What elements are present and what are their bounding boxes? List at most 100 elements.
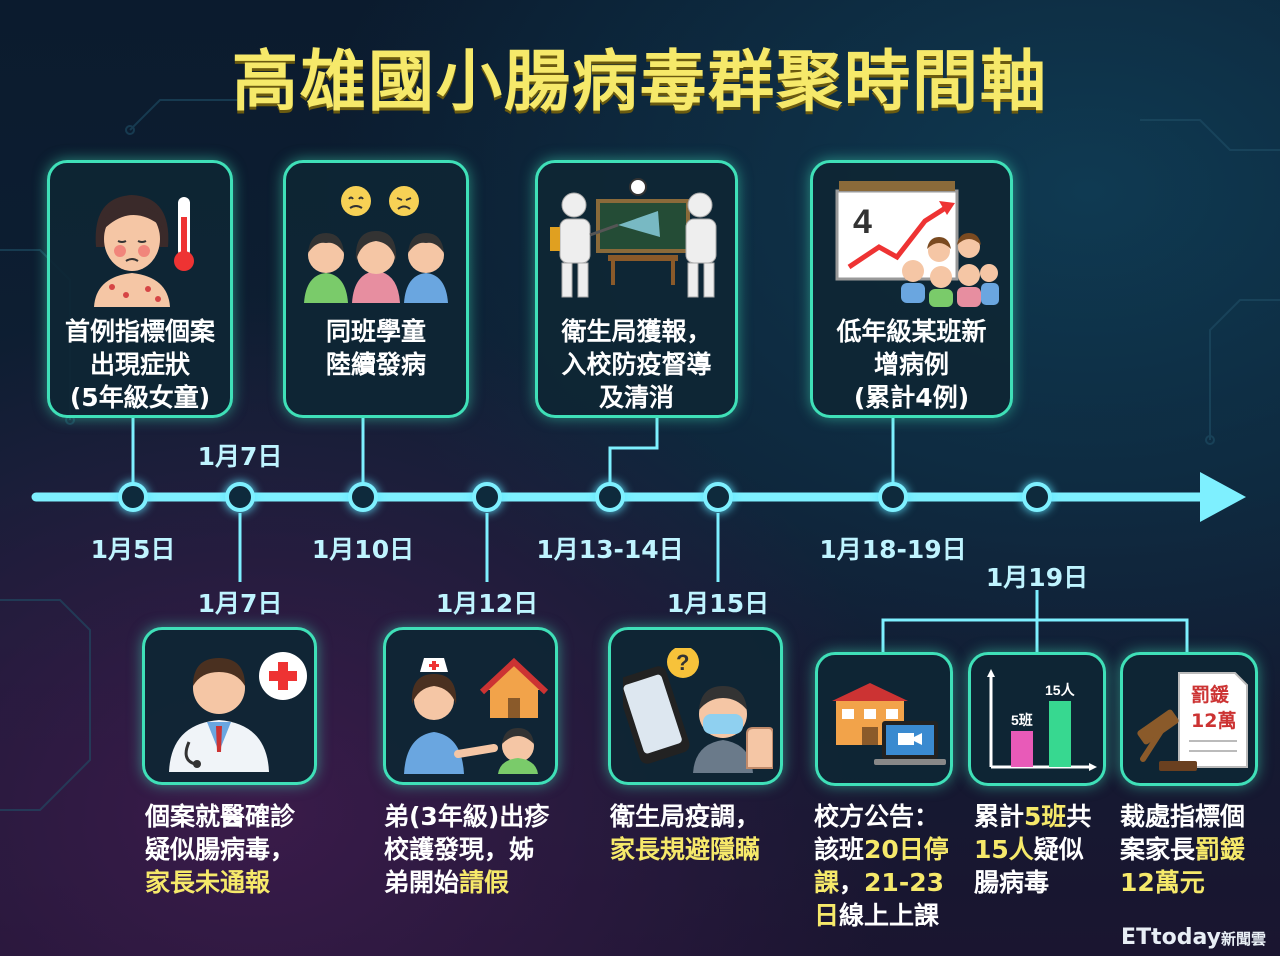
desc-highlight: 罰鍰: [1195, 835, 1246, 864]
desc-highlight: 請假: [459, 868, 510, 897]
desc-line: 累計5班共: [974, 800, 1091, 833]
card-line: 低年級某班新: [836, 317, 987, 346]
event-card-investigation: ?: [608, 627, 783, 785]
timeline-node-jan13-14: [595, 482, 625, 512]
school-online-class-icon: [832, 683, 946, 765]
event-card-fine: 罰鍰 12萬: [1120, 652, 1258, 786]
desc-highlight: 家長未通報: [145, 868, 271, 897]
date-label-jan15: 1月15日: [666, 589, 770, 618]
svg-text:4: 4: [853, 203, 872, 241]
logo-brand: ETtoday: [1121, 925, 1221, 950]
event-card-school-notice: [815, 652, 953, 786]
event-desc-diagnosis: 個案就醫確診 疑似腸病毒， 家長未通報: [145, 800, 295, 899]
event-card-cumulative-cases: 5班 15人: [968, 652, 1106, 786]
card-line: 陸續發病: [325, 350, 426, 379]
logo-suffix: 新聞雲: [1220, 930, 1266, 948]
event-card-new-cases: 4 低年級某班新 增病例 (累計4例): [810, 160, 1013, 418]
event-card-first-case: 首例指標個案 出現症狀 (5年級女童): [47, 160, 233, 418]
timeline-node-jan5: [118, 482, 148, 512]
desc-line: 案家長罰鍰: [1120, 833, 1245, 866]
date-label-jan10: 1月10日: [311, 535, 415, 564]
desc-text: 疑似: [1033, 835, 1084, 864]
desc-line: 15人疑似: [974, 833, 1091, 866]
timeline-node-jan18-19: [878, 482, 908, 512]
desc-text: 共: [1066, 802, 1092, 831]
card-line: 增病例: [873, 350, 949, 379]
event-desc-investigation: 衛生局疫調， 家長規避隱瞞: [610, 800, 760, 866]
event-card-classmates-ill: 同班學童 陸續發病: [283, 160, 469, 418]
desc-line: 該班20日停: [814, 833, 949, 866]
fine-doc-line1: 罰鍰: [1191, 683, 1230, 706]
svg-text:?: ?: [676, 650, 689, 675]
desc-text: 累計: [974, 802, 1025, 831]
date-label-jan18-19: 1月18-19日: [819, 535, 967, 564]
chart-label-people: 15人: [1045, 682, 1076, 698]
desc-text: 線上上課: [839, 901, 940, 930]
desc-highlight: 家長規避隱瞞: [610, 835, 761, 864]
gavel-fine-document-icon: 罰鍰 12萬: [1137, 672, 1248, 771]
event-desc-rash-leave: 弟(3年級)出疹 校護發現，姊 弟開始請假: [384, 800, 549, 899]
desc-text: 該班: [814, 835, 865, 864]
phone-masked-person-icon: ?: [623, 648, 773, 773]
desc-highlight: 20日停: [864, 835, 949, 864]
desc-line: 弟(3年級)出疹: [384, 802, 550, 831]
timeline-node-jan19: [1022, 482, 1052, 512]
desc-highlight: 15人: [974, 835, 1034, 864]
sick-girl-thermometer-icon: [94, 195, 194, 307]
card-line: 首例指標個案: [64, 317, 215, 346]
date-label-jan7-bottom: 1月7日: [197, 589, 283, 618]
desc-text: 弟開始: [384, 868, 460, 897]
event-card-health-bureau: 衛生局獲報， 入校防疫督導 及清消: [535, 160, 738, 418]
desc-highlight: 日: [814, 901, 840, 930]
desc-line: 腸病毒: [974, 868, 1050, 897]
desc-line: 個案就醫確診: [145, 802, 296, 831]
desc-line: 日線上上課: [814, 899, 949, 932]
timeline-arrowhead: [1200, 472, 1246, 522]
desc-line: 弟開始請假: [384, 866, 549, 899]
event-desc-school-notice: 校方公告： 該班20日停 課，21-23 日線上上課: [814, 800, 949, 932]
desc-highlight: 課: [814, 868, 840, 897]
event-card-rash-leave: [383, 627, 558, 785]
date-label-jan7-top: 1月7日: [197, 442, 283, 471]
page-title: 高雄國小腸病毒群聚時間軸: [232, 43, 1048, 120]
desc-line: 課，21-23: [814, 866, 949, 899]
desc-line: 裁處指標個: [1120, 802, 1246, 831]
date-label-jan5: 1月5日: [90, 535, 176, 564]
card-line: 衛生局獲報，: [561, 317, 712, 346]
event-desc-cumulative-cases: 累計5班共 15人疑似 腸病毒: [974, 800, 1091, 899]
card-line: (累計4例): [853, 383, 970, 412]
desc-highlight: 5班: [1024, 802, 1067, 831]
timeline-node-jan7: [225, 482, 255, 512]
doctor-icon: [169, 652, 307, 772]
desc-text: ，: [839, 868, 865, 897]
desc-highlight: 21-23: [864, 868, 944, 897]
timeline-node-jan15: [703, 482, 733, 512]
date-label-jan19: 1月19日: [985, 563, 1089, 592]
timeline-node-jan10: [348, 482, 378, 512]
timeline-node-jan12: [472, 482, 502, 512]
card-line: 同班學童: [325, 317, 426, 346]
desc-text: 案家長: [1120, 835, 1196, 864]
desc-line: 校方公告：: [814, 802, 940, 831]
card-line: (5年級女童): [69, 383, 211, 412]
event-card-diagnosis: [142, 627, 317, 785]
date-label-jan13-14: 1月13-14日: [536, 535, 684, 564]
event-desc-fine: 裁處指標個 案家長罰鍰 12萬元: [1120, 800, 1245, 899]
card-line: 及清消: [598, 383, 674, 412]
desc-line: 衛生局疫調，: [610, 802, 761, 831]
desc-line: 校護發現，姊: [384, 835, 535, 864]
nurse-child-home-icon: [404, 657, 549, 774]
ettoday-logo: ETtoday新聞雲: [1121, 925, 1266, 950]
rising-cases-chart-icon: 4: [835, 181, 999, 307]
fine-doc-line2: 12萬: [1191, 710, 1236, 732]
card-line: 出現症狀: [89, 350, 190, 379]
connector-lines: [131, 418, 1189, 652]
desc-line: 疑似腸病毒，: [145, 835, 296, 864]
cases-bar-chart-icon: 5班 15人: [987, 669, 1097, 771]
card-line: 入校防疫督導: [561, 350, 712, 379]
chart-label-classes: 5班: [1011, 712, 1033, 728]
desc-highlight: 12萬元: [1120, 868, 1205, 897]
disinfection-workers-icon: [550, 178, 717, 298]
sick-classmates-icon: [304, 186, 448, 303]
date-label-jan12: 1月12日: [435, 589, 539, 618]
